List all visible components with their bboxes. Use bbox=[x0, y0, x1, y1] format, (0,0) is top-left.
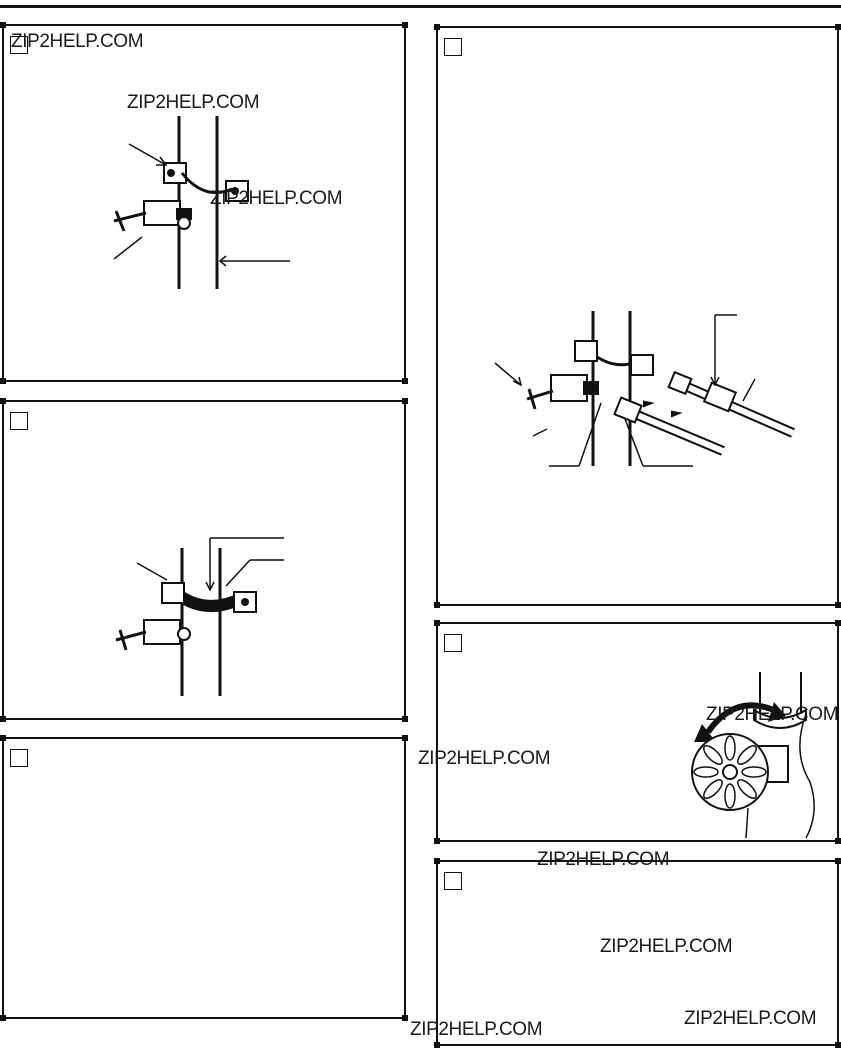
panel-step-3 bbox=[0, 735, 408, 1021]
watermark: ZIP2HELP.COM bbox=[684, 1008, 817, 1029]
watermark: ZIP2HELP.COM bbox=[600, 936, 733, 957]
top-rule bbox=[0, 5, 841, 8]
step-number-box bbox=[444, 872, 462, 890]
watermark: ZIP2HELP.COM bbox=[418, 748, 551, 769]
step-number-box bbox=[10, 749, 28, 767]
step-number-box bbox=[10, 412, 28, 430]
watermark: ZIP2HELP.COM bbox=[127, 92, 260, 113]
saddle-valve-illustration bbox=[104, 111, 304, 291]
watermark: ZIP2HELP.COM bbox=[410, 1019, 543, 1040]
watermark: ZIP2HELP.COM bbox=[210, 188, 343, 209]
panel-step-5: ZIP2HELP.COM bbox=[434, 620, 841, 844]
step-number-box bbox=[10, 36, 28, 54]
watermark: ZIP2HELP.COM bbox=[11, 31, 144, 52]
watermark: ZIP2HELP.COM bbox=[706, 704, 839, 725]
saddle-valve-gasket-illustration bbox=[112, 528, 292, 698]
panel-step-4 bbox=[434, 24, 841, 608]
watermark: ZIP2HELP.COM bbox=[537, 849, 670, 870]
tubing-connection-illustration bbox=[493, 311, 803, 481]
panel-step-2 bbox=[0, 398, 408, 722]
step-number-box bbox=[444, 634, 462, 652]
step-number-box bbox=[444, 38, 462, 56]
panel-step-1: ZIP2HELP.COM ZIP2HELP.COM ZIP2HELP.COM bbox=[0, 22, 408, 384]
shutoff-valve-handle-illustration bbox=[688, 672, 838, 840]
panel-step-6: ZIP2HELP.COM ZIP2HELP.COM bbox=[434, 858, 841, 1048]
